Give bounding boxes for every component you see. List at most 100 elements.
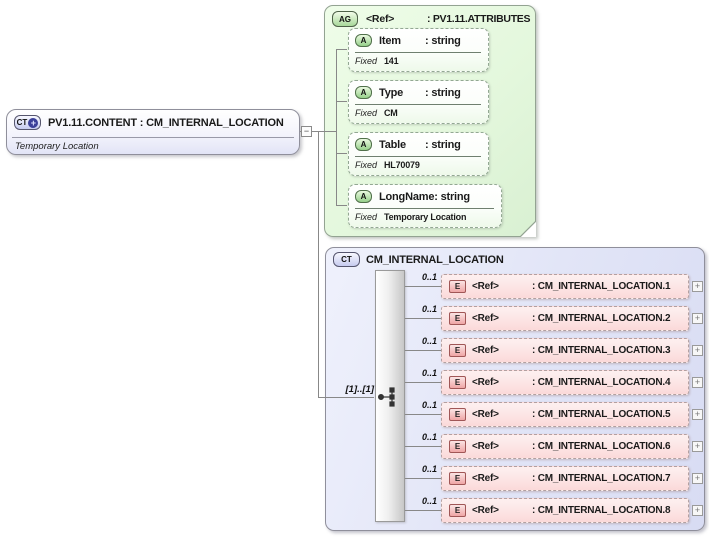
element-row: 0..1 E <Ref> : CM_INTERNAL_LOCATION.5 + (405, 400, 703, 428)
element-type: : CM_INTERNAL_LOCATION.8 (532, 505, 671, 516)
element-row: 0..1 E <Ref> : CM_INTERNAL_LOCATION.2 + (405, 304, 703, 332)
connector-line (405, 510, 441, 511)
minus-icon: − (303, 126, 310, 136)
connector-line (405, 478, 441, 479)
element-type: : CM_INTERNAL_LOCATION.3 (532, 345, 671, 356)
complex-type-badge: CT (333, 252, 360, 267)
expand-button[interactable]: + (692, 313, 703, 324)
expand-button[interactable]: + (692, 441, 703, 452)
element-box[interactable]: E <Ref> : CM_INTERNAL_LOCATION.2 (441, 306, 689, 331)
element-box[interactable]: E <Ref> : CM_INTERNAL_LOCATION.8 (441, 498, 689, 523)
content-type-annotation: Temporary Location (15, 141, 99, 152)
attribute-box-table[interactable]: A Table : string Fixed HL70079 (348, 132, 489, 176)
fixed-value: CM (384, 108, 398, 118)
element-row: 0..1 E <Ref> : CM_INTERNAL_LOCATION.1 + (405, 272, 703, 300)
element-type: : CM_INTERNAL_LOCATION.1 (532, 281, 671, 292)
element-row: 0..1 E <Ref> : CM_INTERNAL_LOCATION.4 + (405, 368, 703, 396)
element-badge: E (449, 472, 466, 485)
element-type: : CM_INTERNAL_LOCATION.6 (532, 441, 671, 452)
expand-button[interactable]: + (692, 409, 703, 420)
divider (355, 104, 481, 105)
element-ref: <Ref> (472, 505, 499, 516)
element-badge: E (449, 504, 466, 517)
cardinality-label: 0..1 (421, 368, 437, 378)
attribute-badge: A (355, 86, 372, 99)
collapse-handle[interactable]: − (301, 126, 312, 137)
element-row: 0..1 E <Ref> : CM_INTERNAL_LOCATION.8 + (405, 496, 703, 524)
cardinality-label: 0..1 (421, 336, 437, 346)
fixed-label: Fixed (355, 108, 378, 118)
connector-line (405, 350, 441, 351)
element-box[interactable]: E <Ref> : CM_INTERNAL_LOCATION.6 (441, 434, 689, 459)
element-box[interactable]: E <Ref> : CM_INTERNAL_LOCATION.4 (441, 370, 689, 395)
expand-button[interactable]: + (692, 505, 703, 516)
connector-line (405, 318, 441, 319)
expand-button[interactable]: + (692, 377, 703, 388)
cardinality-label: 0..1 (421, 304, 437, 314)
cardinality-label: 0..1 (421, 400, 437, 410)
fixed-label: Fixed (355, 160, 378, 170)
element-badge: E (449, 376, 466, 389)
folded-corner (520, 221, 536, 237)
cardinality-label: 0..1 (421, 272, 437, 282)
model-cardinality-label: [1]..[1] (345, 384, 375, 395)
attribute-name: LongName (379, 190, 435, 203)
fixed-value: HL70079 (384, 160, 420, 170)
attribute-box-item[interactable]: A Item : string Fixed 141 (348, 28, 489, 72)
cardinality-label: 0..1 (421, 432, 437, 442)
element-box[interactable]: E <Ref> : CM_INTERNAL_LOCATION.7 (441, 466, 689, 491)
divider (12, 137, 294, 138)
expand-button[interactable]: + (692, 345, 703, 356)
divider (355, 52, 481, 53)
attribute-badge: A (355, 138, 372, 151)
attribute-box-longname[interactable]: A LongName : string Fixed Temporary Loca… (348, 184, 502, 228)
element-badge: E (449, 344, 466, 357)
attribute-group-badge: AG (332, 11, 358, 27)
attribute-group-box[interactable]: AG <Ref> : PV1.11.ATTRIBUTES A Item : st… (324, 5, 536, 237)
divider (355, 156, 481, 157)
element-ref: <Ref> (472, 377, 499, 388)
element-type: : CM_INTERNAL_LOCATION.4 (532, 377, 671, 388)
attribute-name: Item (379, 34, 401, 47)
attribute-group-ref: <Ref> (366, 13, 395, 25)
element-ref: <Ref> (472, 345, 499, 356)
element-box[interactable]: E <Ref> : CM_INTERNAL_LOCATION.1 (441, 274, 689, 299)
fixed-value: Temporary Location (384, 212, 467, 222)
element-badge: E (449, 312, 466, 325)
attribute-type: : string (425, 34, 461, 47)
element-box[interactable]: E <Ref> : CM_INTERNAL_LOCATION.5 (441, 402, 689, 427)
element-badge: E (449, 280, 466, 293)
plus-icon: + (28, 117, 39, 128)
sequence-compositor-icon (377, 387, 395, 407)
attribute-group-title: : PV1.11.ATTRIBUTES (427, 13, 531, 25)
attribute-type: : string (425, 138, 461, 151)
attribute-box-type[interactable]: A Type : string Fixed CM (348, 80, 489, 124)
connector-line (405, 446, 441, 447)
element-type: : CM_INTERNAL_LOCATION.5 (532, 409, 671, 420)
attribute-badge: A (355, 190, 372, 203)
complex-type-box[interactable]: CT CM_INTERNAL_LOCATION [1]..[1] 0..1 E … (325, 247, 705, 531)
element-ref: <Ref> (472, 441, 499, 452)
element-type: : CM_INTERNAL_LOCATION.7 (532, 473, 671, 484)
fixed-value: 141 (384, 56, 399, 66)
expand-button[interactable]: + (692, 281, 703, 292)
element-ref: <Ref> (472, 473, 499, 484)
element-badge: E (449, 440, 466, 453)
cardinality-label: 0..1 (421, 496, 437, 506)
attribute-badge: A (355, 34, 372, 47)
attribute-type: : string (425, 86, 461, 99)
attribute-type: : string (434, 190, 470, 203)
cardinality-label: 0..1 (421, 464, 437, 474)
attribute-name: Table (379, 138, 406, 151)
content-type-box[interactable]: CT+ PV1.11.CONTENT : CM_INTERNAL_LOCATIO… (6, 109, 300, 155)
content-type-title: PV1.11.CONTENT : CM_INTERNAL_LOCATION (48, 116, 284, 129)
element-ref: <Ref> (472, 281, 499, 292)
divider (355, 208, 494, 209)
element-row: 0..1 E <Ref> : CM_INTERNAL_LOCATION.3 + (405, 336, 703, 364)
connector-line (405, 286, 441, 287)
element-ref: <Ref> (472, 409, 499, 420)
element-box[interactable]: E <Ref> : CM_INTERNAL_LOCATION.3 (441, 338, 689, 363)
expand-button[interactable]: + (692, 473, 703, 484)
connector-line (405, 414, 441, 415)
